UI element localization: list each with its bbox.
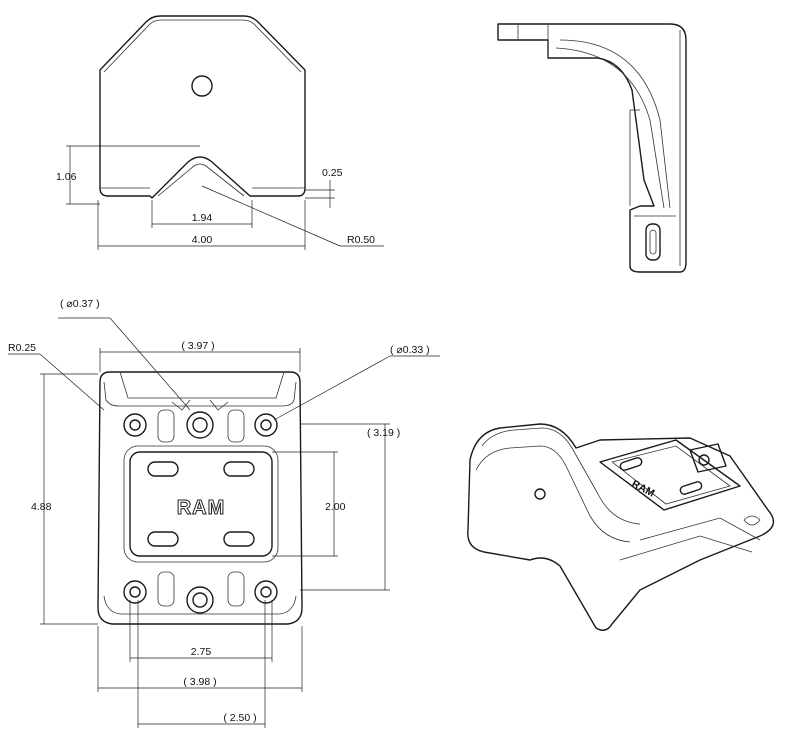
- top-view-edge: [119, 371, 285, 399]
- dim-top-width-label: ( 3.97 ): [181, 340, 214, 352]
- iso-hole: [534, 488, 546, 500]
- plate-slot: [223, 461, 255, 477]
- hole-dia-small-label: ( ⌀0.33 ): [390, 344, 430, 356]
- center-hole-top: [192, 417, 208, 433]
- side-rib: [227, 409, 245, 443]
- dim-bottom-width-label: ( 3.98 ): [183, 676, 216, 688]
- iso-base-edge: [619, 535, 753, 561]
- side-view-slot-inner: [649, 229, 657, 255]
- corner-radius-label: R0.25: [8, 342, 36, 354]
- dim-thickness-label: 0.25: [322, 167, 343, 179]
- side-rib: [157, 409, 175, 443]
- iso-boss: [689, 443, 727, 473]
- leader-line: [273, 355, 391, 421]
- iso-bracket-face: [475, 445, 631, 543]
- iso-outline: [467, 423, 775, 631]
- corner-boss: [254, 413, 278, 437]
- dim-spacing-label: 2.75: [191, 646, 212, 658]
- center-boss-bottom: [186, 586, 214, 614]
- top-view: RAM 4.88 ( 3.97 ) ( 3.19 ): [8, 298, 440, 728]
- dim-overall-label: 4.00: [192, 234, 213, 246]
- plate-slot: [147, 531, 179, 547]
- corner-hole: [129, 586, 141, 598]
- front-view: 1.06 0.25 1.94 4.00 R0.50: [56, 15, 384, 250]
- dim-plate-label: 2.00: [325, 501, 346, 513]
- radius-leader: [201, 185, 341, 247]
- corner-hole: [260, 419, 272, 431]
- dim-radius-label: R0.50: [347, 234, 375, 246]
- mount-plate-border: [123, 445, 279, 563]
- iso-boss-hole: [698, 454, 710, 466]
- iso-plate: [599, 439, 741, 511]
- leader-line: [109, 317, 191, 411]
- dim-notch-label: 1.94: [192, 212, 213, 224]
- clip-tabs: [171, 399, 229, 411]
- top-view-edge: [103, 595, 297, 615]
- dim-offset-label: ( 2.50 ): [223, 712, 256, 724]
- iso-slot: [679, 481, 703, 495]
- hole-dia-large-label: ( ⌀0.37 ): [60, 298, 100, 310]
- iso-plate-inner: [611, 445, 731, 505]
- dim-length-label: 4.88: [31, 501, 52, 513]
- iso-ram-logo: RAM: [630, 478, 657, 500]
- side-rib: [157, 571, 175, 607]
- corner-hole: [129, 419, 141, 431]
- dim-depth-label: ( 3.19 ): [367, 427, 400, 439]
- dim-height-label: 1.06: [56, 171, 77, 183]
- mount-plate: [129, 451, 273, 557]
- center-boss-top: [186, 411, 214, 439]
- corner-boss: [123, 413, 147, 437]
- plate-slot: [147, 461, 179, 477]
- side-view: [497, 23, 687, 273]
- side-view-curve: [555, 47, 665, 209]
- front-view-outline: [99, 15, 306, 199]
- iso-view: RAM: [467, 423, 775, 631]
- front-view-notch-inner: [157, 163, 245, 197]
- side-view-outline: [497, 23, 687, 273]
- iso-corner-hole: [743, 515, 761, 526]
- side-view-curve: [559, 39, 671, 209]
- leader-line: [39, 353, 105, 411]
- front-view-hole: [191, 75, 213, 97]
- ram-logo: RAM: [177, 497, 226, 519]
- corner-boss: [123, 580, 147, 604]
- side-view-slot: [645, 223, 661, 261]
- front-view-inner-edge: [103, 19, 302, 73]
- corner-hole: [260, 586, 272, 598]
- iso-slot: [619, 457, 643, 471]
- iso-base-edge: [639, 517, 761, 541]
- plate-slot: [223, 531, 255, 547]
- center-hole-bottom: [192, 592, 208, 608]
- corner-boss: [254, 580, 278, 604]
- iso-bracket-face: [481, 427, 641, 525]
- top-view-edge: [103, 381, 297, 407]
- side-rib: [227, 571, 245, 607]
- top-view-outline: [97, 371, 303, 625]
